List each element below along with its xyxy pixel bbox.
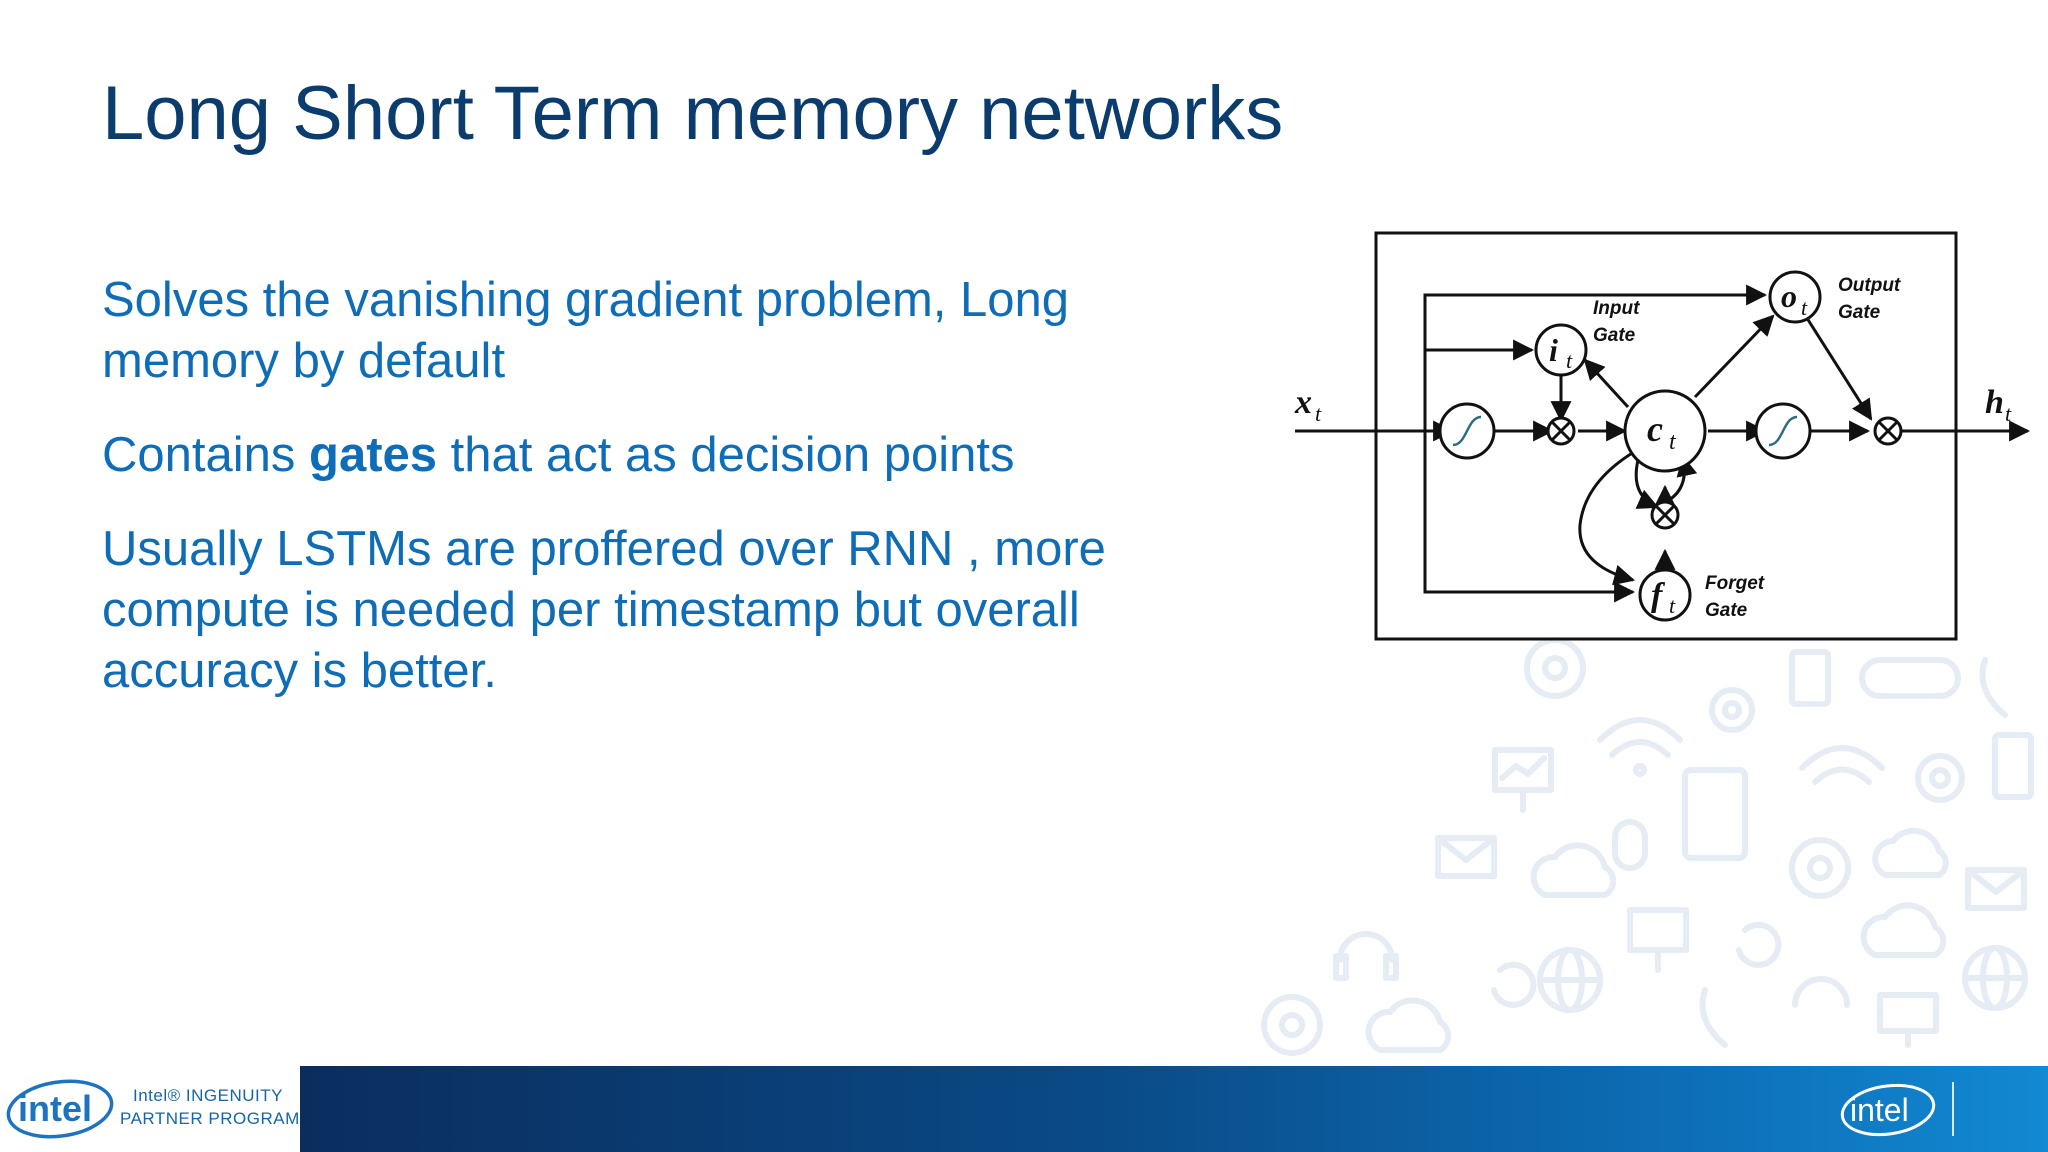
chat-bubble-icon (1859, 657, 1961, 699)
phone-icon (1699, 987, 1728, 1048)
forget-gate-label-line2: Gate (1705, 600, 1748, 621)
input-x-subscript: t (1315, 401, 1322, 426)
input-x-label: x (1294, 384, 1312, 421)
mouse-icon (1612, 819, 1648, 871)
intel-logo-icon: intel (6, 1079, 114, 1139)
at-icon (1789, 837, 1851, 899)
tablet-icon (1789, 649, 1831, 707)
cell-state-node (1623, 389, 1707, 473)
gear-icon (1915, 753, 1965, 803)
refresh-icon (1736, 921, 1782, 968)
headphones-icon (1333, 931, 1399, 981)
slide-title: Long Short Term memory networks (102, 71, 1284, 156)
output-gate-node (1768, 270, 1822, 324)
phone-icon (1979, 657, 2008, 718)
monitor-icon (1877, 992, 1939, 1048)
bullet-gates: Contains gates that act as decision poin… (102, 425, 1202, 486)
cloud-icon (1365, 997, 1452, 1053)
cell-c-label: c (1647, 409, 1663, 449)
output-gate-label-line1: Output (1838, 275, 1901, 296)
cloud-icon (1872, 827, 1949, 878)
wifi-icon (1597, 717, 1683, 777)
refresh-icon (1491, 961, 1537, 1008)
lstm-cell-border (1374, 231, 1958, 641)
tablet-icon (1682, 767, 1748, 861)
bullet-gates-suffix: that act as decision points (437, 428, 1015, 482)
forget-gate-subscript: t (1669, 593, 1676, 618)
wifi-icon (1799, 745, 1885, 785)
input-gate-node (1534, 323, 1588, 377)
footer-bar (300, 1066, 2048, 1152)
presentation-icon (1627, 907, 1689, 973)
partner-program-label: Intel® INGENUITY PARTNER PROGRAM (120, 1084, 300, 1130)
mail-icon (1435, 835, 1497, 879)
partner-logo-panel: intel Intel® INGENUITY PARTNER PROGRAM (0, 1066, 300, 1152)
decorative-icon-pattern (1261, 637, 2034, 1056)
tablet-icon (1992, 732, 2034, 800)
mail-icon (1965, 867, 2027, 911)
lstm-cell-diagram: x t h t c t i t o t f t Input Gate Outpu… (1294, 231, 2031, 641)
svg-text:intel: intel (1850, 1092, 1909, 1128)
svg-text:intel: intel (18, 1088, 92, 1129)
input-gate-subscript: t (1566, 348, 1573, 373)
input-gate-label-line1: Input (1593, 298, 1640, 319)
bullet-list: Solves the vanishing gradient problem, L… (102, 270, 1202, 735)
footer-divider (1952, 1082, 1954, 1136)
bullet-gates-prefix: Contains (102, 428, 310, 482)
footer: intel Intel® INGENUITY PARTNER PROGRAM i… (0, 1066, 2048, 1152)
bullet-gates-keyword: gates (309, 428, 438, 482)
input-gate-symbol: i (1549, 332, 1558, 368)
forget-gate-node (1638, 568, 1692, 622)
forget-gate-label-line1: Forget (1705, 573, 1765, 594)
output-h-subscript: t (2005, 401, 2012, 426)
cloud-icon (1530, 842, 1617, 898)
at-icon (1261, 994, 1323, 1056)
forget-gate-symbol: f (1651, 577, 1666, 614)
globe-icon (1962, 945, 2028, 1011)
globe-icon (1537, 947, 1603, 1013)
headphones-icon (1792, 976, 1850, 1008)
output-h-label: h (1985, 384, 2004, 421)
intel-footer-logo-icon: intel (1840, 1083, 1936, 1137)
partner-program-line2: PARTNER PROGRAM (120, 1109, 300, 1128)
bullet-vanishing-gradient: Solves the vanishing gradient problem, L… (102, 273, 1070, 388)
presentation-icon (1492, 747, 1554, 813)
input-gate-label-line2: Gate (1593, 325, 1636, 346)
output-gate-subscript: t (1801, 295, 1808, 320)
cloud-icon (1860, 902, 1947, 958)
output-gate-label-line2: Gate (1838, 302, 1881, 323)
bullet-lstm-vs-rnn: Usually LSTMs are proffered over RNN , m… (102, 522, 1106, 698)
gear-icon (1709, 687, 1755, 733)
partner-program-line1: Intel® INGENUITY (133, 1086, 283, 1105)
cell-c-subscript: t (1669, 429, 1677, 455)
output-gate-symbol: o (1781, 278, 1797, 314)
